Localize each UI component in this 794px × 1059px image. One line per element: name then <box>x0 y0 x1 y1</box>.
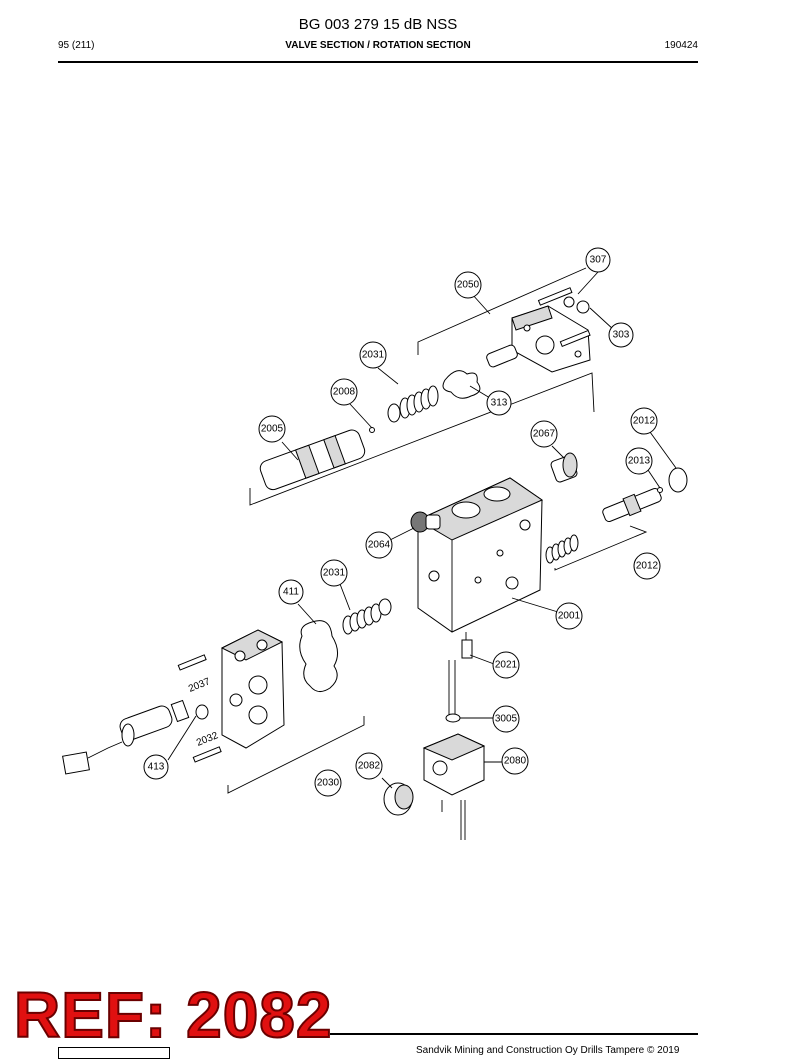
reference-stamp: REF: 2082 <box>13 979 333 1051</box>
motor-cover-assembly <box>486 287 591 373</box>
svg-text:2064: 2064 <box>368 540 391 551</box>
svg-text:2082: 2082 <box>358 761 381 772</box>
svg-text:2012: 2012 <box>633 416 656 427</box>
page-number: 95 (211) <box>58 40 95 51</box>
oring-3005 <box>445 713 461 723</box>
callout-313: 313 <box>486 390 512 416</box>
svg-text:2021: 2021 <box>495 660 518 671</box>
label-2037: 2037 <box>187 676 212 695</box>
cover-2030 <box>220 629 285 749</box>
callout-2064: 2064 <box>365 531 393 559</box>
ball-2008 <box>369 427 375 433</box>
spring-lower-right <box>545 534 579 564</box>
callout-2031-lower: 2031 <box>320 559 348 587</box>
callout-2067: 2067 <box>530 420 558 448</box>
svg-text:2013: 2013 <box>628 456 651 467</box>
callout-2031-upper: 2031 <box>359 341 387 369</box>
document-title: BG 003 279 15 dB NSS <box>298 16 458 33</box>
header-rule <box>58 61 698 63</box>
callout-2001: 2001 <box>555 602 583 630</box>
gasket-411 <box>299 620 338 692</box>
callout-307: 307 <box>585 247 611 273</box>
callout-2082: 2082 <box>355 752 383 780</box>
svg-text:313: 313 <box>491 398 508 409</box>
leader-lines <box>167 271 677 789</box>
svg-text:2031: 2031 <box>362 350 385 361</box>
plug-2064 <box>410 511 441 533</box>
relief-cartridge <box>602 467 688 523</box>
spring-upper <box>387 385 439 423</box>
valve-body-2001 <box>416 477 544 633</box>
group-brackets <box>227 267 648 794</box>
solenoid-413 <box>62 699 209 775</box>
callout-2005: 2005 <box>258 415 286 443</box>
svg-text:307: 307 <box>590 255 607 266</box>
plug-2067 <box>550 452 578 483</box>
section-title: VALVE SECTION / ROTATION SECTION <box>285 40 471 51</box>
date-code: 190424 <box>664 40 698 51</box>
svg-text:2001: 2001 <box>558 611 581 622</box>
svg-text:2008: 2008 <box>333 387 356 398</box>
callout-2012-upper: 2012 <box>630 407 658 435</box>
copyright-text: Sandvik Mining and Construction Oy Drill… <box>416 1045 680 1056</box>
callout-2080: 2080 <box>501 747 529 775</box>
callout-411: 411 <box>278 579 304 605</box>
callout-2021: 2021 <box>492 651 520 679</box>
callout-2050: 2050 <box>454 271 482 299</box>
seal-313 <box>442 370 481 399</box>
spool-2005 <box>259 429 366 491</box>
plug-2082 <box>383 782 414 816</box>
svg-text:2067: 2067 <box>533 429 556 440</box>
svg-text:411: 411 <box>283 587 299 598</box>
logo-box <box>58 1047 170 1059</box>
screw-2037 <box>177 654 207 671</box>
header-row: 95 (211) VALVE SECTION / ROTATION SECTIO… <box>58 40 698 56</box>
callout-2013: 2013 <box>625 447 653 475</box>
svg-text:2005: 2005 <box>261 424 284 435</box>
svg-text:2080: 2080 <box>504 756 527 767</box>
callout-2012-lower: 2012 <box>633 552 661 580</box>
label-2032: 2032 <box>195 730 220 749</box>
svg-text:303: 303 <box>613 330 630 341</box>
svg-text:2050: 2050 <box>457 280 480 291</box>
footer-rule <box>330 1033 698 1035</box>
block-2080 <box>422 733 486 796</box>
callout-3005: 3005 <box>492 705 520 733</box>
callout-2030: 2030 <box>314 769 342 797</box>
spring-lower <box>342 598 392 635</box>
svg-text:3005: 3005 <box>495 714 518 725</box>
svg-text:2030: 2030 <box>317 778 340 789</box>
svg-text:2031: 2031 <box>323 568 346 579</box>
callout-2008: 2008 <box>330 378 358 406</box>
screw-2032 <box>192 746 222 763</box>
nipple-2021 <box>461 639 473 659</box>
svg-text:413: 413 <box>148 762 165 773</box>
callout-413: 413 <box>143 754 169 780</box>
callout-303: 303 <box>608 322 634 348</box>
svg-text:2012: 2012 <box>636 561 659 572</box>
